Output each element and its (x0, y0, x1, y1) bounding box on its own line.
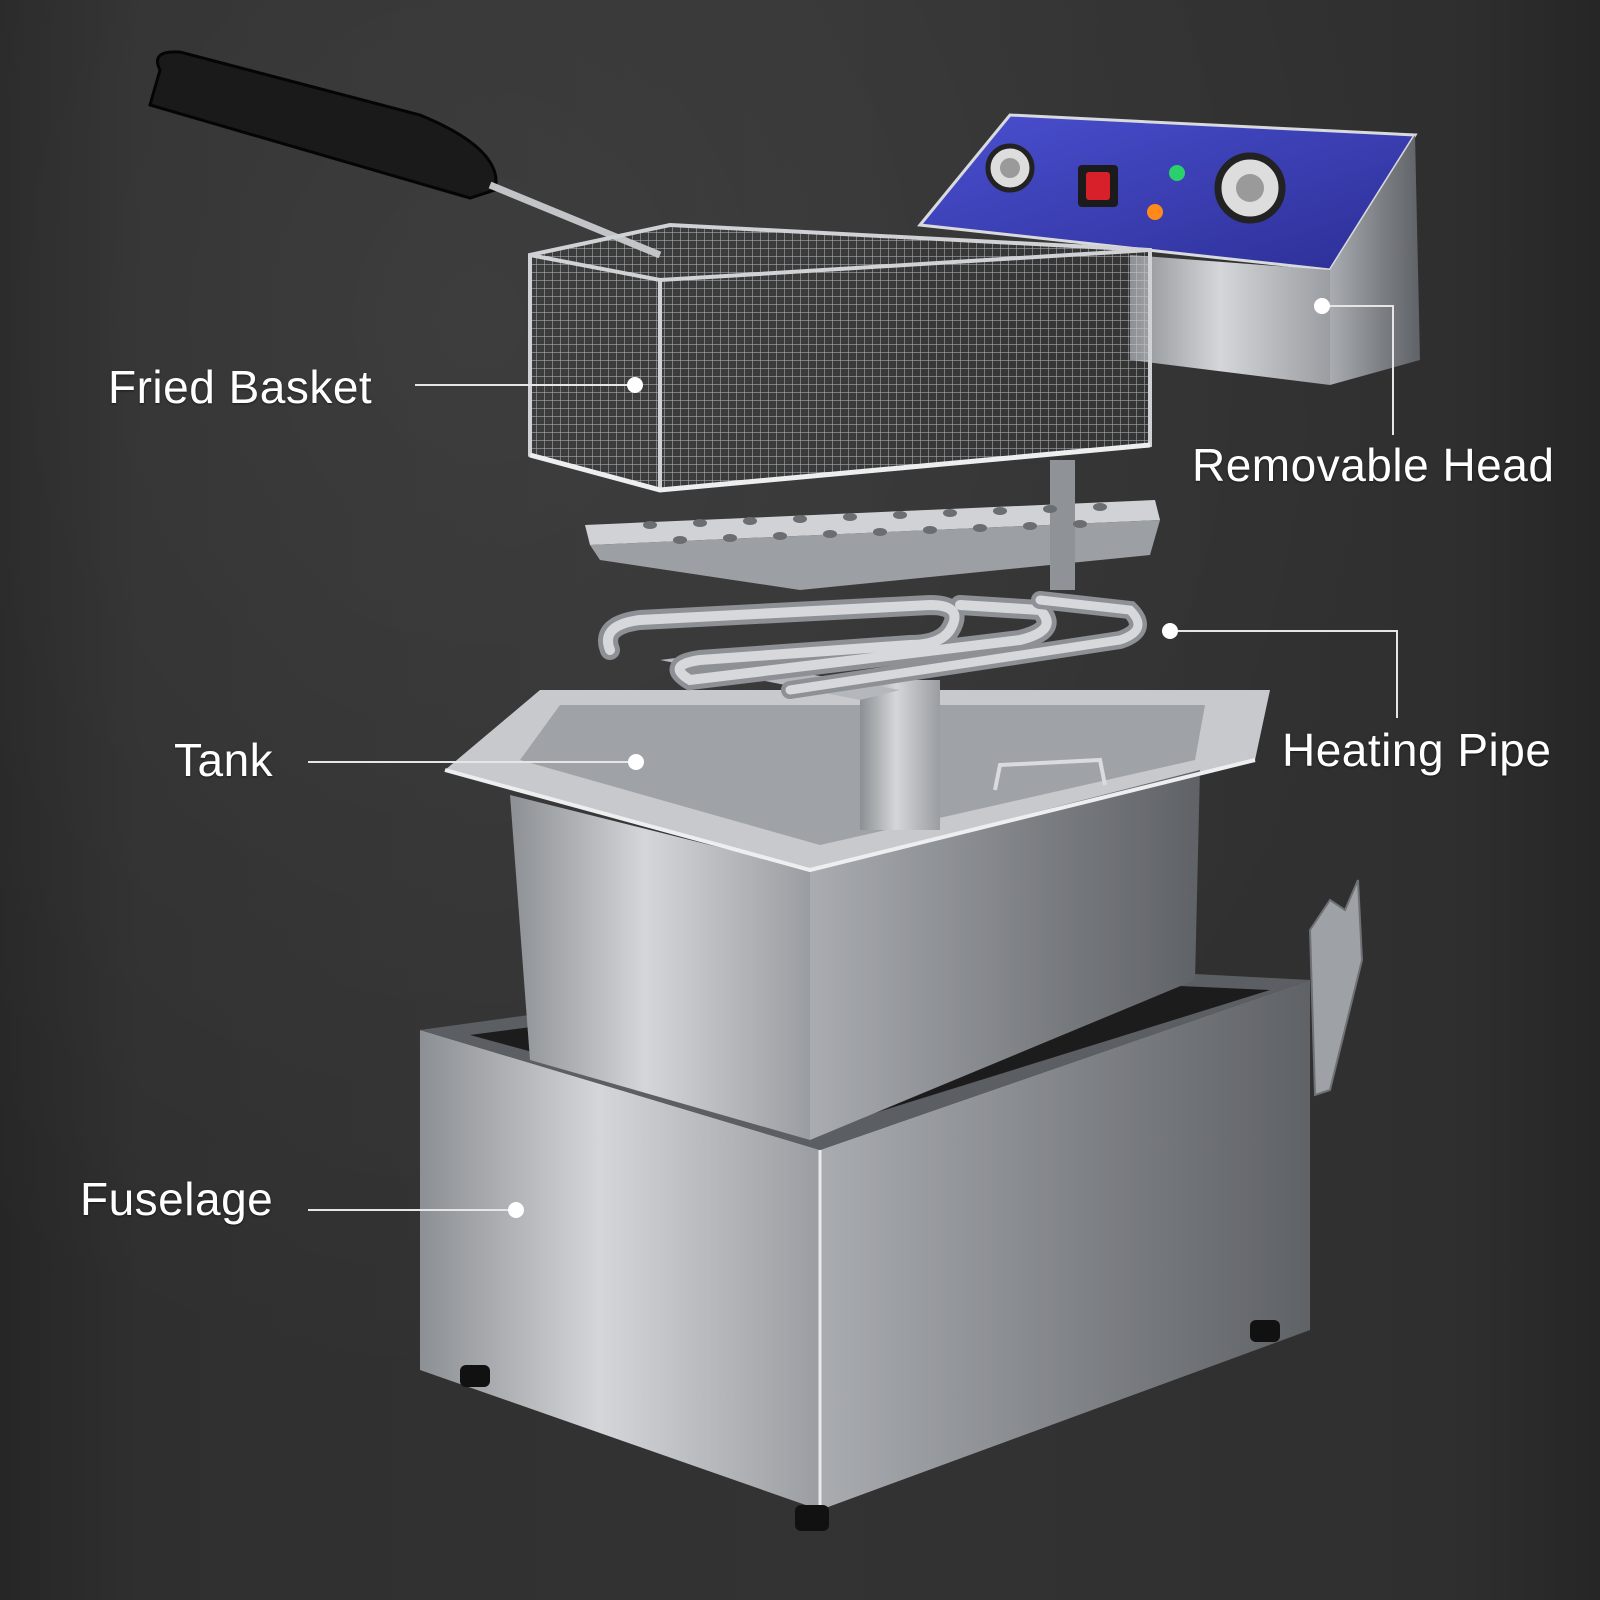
label-fuselage: Fuselage (80, 1173, 274, 1225)
label-heating-pipe: Heating Pipe (1282, 724, 1552, 776)
fried-basket (148, 50, 1152, 493)
perforated-plate (585, 460, 1160, 590)
label-removable-head: Removable Head (1192, 439, 1555, 491)
removable-head (917, 113, 1420, 385)
label-tank: Tank (174, 734, 274, 786)
label-fried-basket: Fried Basket (108, 361, 373, 413)
heating-pipe (598, 591, 1147, 699)
callout-leaders (308, 298, 1398, 1218)
